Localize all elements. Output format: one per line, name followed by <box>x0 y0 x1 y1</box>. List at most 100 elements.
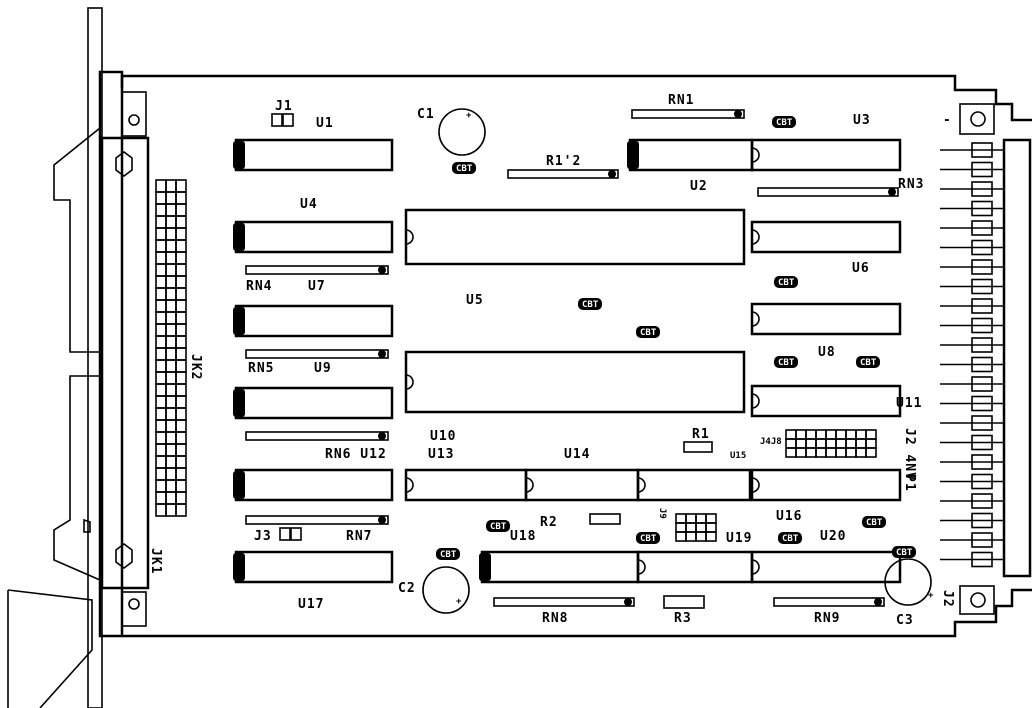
label-u14: U14 <box>564 447 590 462</box>
jk2-pin <box>165 203 177 217</box>
u19-chip <box>636 550 754 584</box>
electrolytic-capacitors: + + + <box>422 108 934 614</box>
bypass-cap-label: CBT <box>866 518 883 528</box>
pin1-marker <box>233 141 245 169</box>
p1-pad <box>971 239 993 256</box>
label-u19: U19 <box>726 531 752 546</box>
jk2-pin <box>155 503 167 517</box>
jk2-pin <box>165 191 177 205</box>
label-p1: P1 <box>902 474 917 492</box>
jk2-pin <box>165 419 177 433</box>
rn6-network-pin1 <box>378 432 386 440</box>
label-r1: R1 <box>692 427 710 442</box>
jumper-pin <box>825 438 837 449</box>
u16-chip <box>750 468 902 502</box>
rn6-network <box>245 431 389 441</box>
jk2-pin <box>175 191 187 205</box>
jk2-pin <box>175 443 187 457</box>
p1-pad <box>971 473 993 490</box>
bypass-cap-label: CBT <box>782 534 799 544</box>
rn3-network-pin1 <box>888 188 896 196</box>
jk2-pin <box>175 503 187 517</box>
u3-chip-notch <box>751 147 760 163</box>
j9-pin <box>675 513 687 524</box>
label-u16: U16 <box>776 509 802 524</box>
jk2-pin <box>155 419 167 433</box>
label-r12: R1'2 <box>546 154 581 169</box>
jk2-pin <box>175 371 187 385</box>
jk2-pin <box>155 191 167 205</box>
jk2-pin <box>155 275 167 289</box>
jumper-pin <box>835 429 847 440</box>
jk2-pin <box>155 443 167 457</box>
jumper-pin <box>795 438 807 449</box>
jumper-pin <box>825 429 837 440</box>
jk2-pin <box>165 227 177 241</box>
j9-pin <box>705 522 717 533</box>
jk2-pin <box>155 203 167 217</box>
j9-pin <box>685 531 697 542</box>
jumpers <box>271 113 877 609</box>
rn5-network-pin1 <box>378 350 386 358</box>
jk2-pin <box>155 335 167 349</box>
pin1-marker <box>233 553 245 581</box>
rn8-network-pin1 <box>624 598 632 606</box>
jumper-pin <box>795 429 807 440</box>
rn9-network <box>773 597 885 607</box>
bypass-cap <box>774 276 798 288</box>
rn4-network <box>245 265 389 275</box>
p1-edge-connector <box>940 138 1032 578</box>
jk2-pin <box>175 359 187 373</box>
label-u4: U4 <box>300 197 318 212</box>
jk2-pin <box>165 491 177 505</box>
p1-pad <box>971 434 993 451</box>
jk2-pin <box>165 467 177 481</box>
jumper-pin <box>845 438 857 449</box>
bypass-cap <box>636 326 660 338</box>
p1-pad <box>971 337 993 353</box>
u14b-chip-notch <box>637 477 646 493</box>
label-u18: U18 <box>510 529 536 544</box>
p1-pad <box>971 512 993 529</box>
jumper-pin <box>855 447 867 458</box>
u14b-chip <box>636 468 752 502</box>
jk2-pin <box>155 455 167 469</box>
jk2-pin <box>165 215 177 229</box>
jk2-pin <box>165 443 177 457</box>
jk2-pin <box>155 347 167 361</box>
jk2-pin <box>175 395 187 409</box>
label-j4j8: J4J8 <box>760 437 782 447</box>
jumper-pin <box>815 429 827 440</box>
u12-chip <box>234 468 394 502</box>
bypass-cap-label: CBT <box>640 534 657 544</box>
label-jk1: JK1 <box>148 548 163 574</box>
rn3-network <box>757 187 899 197</box>
jk2-pin <box>175 239 187 253</box>
jk2-pin <box>155 251 167 265</box>
bypass-cap <box>578 298 602 310</box>
jumper-pin <box>785 447 797 458</box>
jk2-pin <box>165 263 177 277</box>
p1-pad <box>971 551 993 568</box>
bypass-cap <box>772 116 796 128</box>
j9-pin <box>675 531 687 542</box>
jk2-pin <box>165 311 177 325</box>
jk2-pin <box>175 407 187 421</box>
p1-housing <box>1002 138 1032 578</box>
bypass-cap <box>892 546 916 558</box>
bypass-cap <box>774 356 798 368</box>
label-rn7: RN7 <box>346 529 372 544</box>
jk2-pin <box>165 347 177 361</box>
label-j1: J1 <box>275 99 293 114</box>
label-c1: C1 <box>417 107 435 122</box>
p1-pad <box>971 161 993 178</box>
jk2-pin <box>155 263 167 277</box>
p1-pad <box>971 356 993 373</box>
component-labels: J1 U1 C1 RN1 U3 - R1'2 U2 RN3 U4 RN4 U7 … <box>148 93 955 628</box>
p1-pad <box>971 415 993 431</box>
u20-chip <box>750 550 902 584</box>
bypass-cap <box>862 516 886 528</box>
jk2-pin <box>155 359 167 373</box>
rn1-network-pin1 <box>734 110 742 118</box>
